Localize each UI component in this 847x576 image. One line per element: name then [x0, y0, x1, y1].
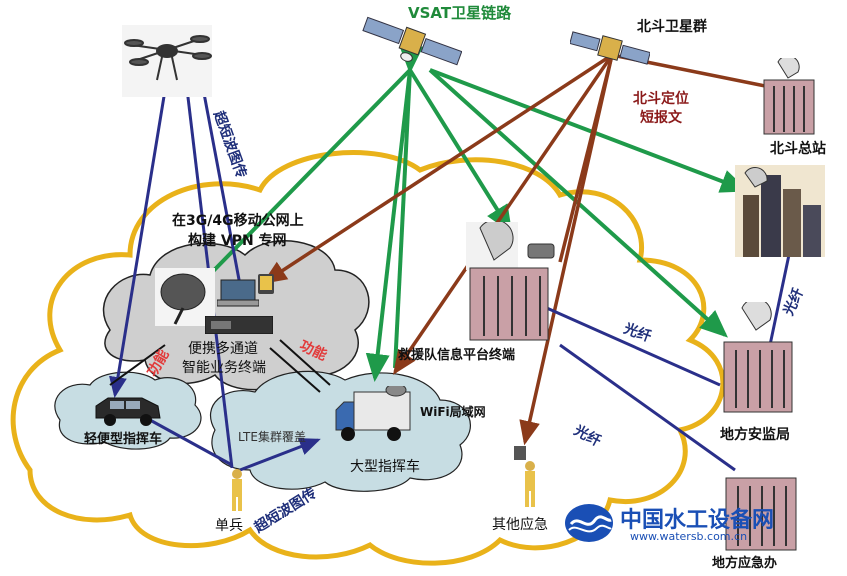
- laptop-icon: [217, 279, 259, 307]
- water-logo-icon: [565, 504, 613, 542]
- beidou-links: [262, 53, 776, 446]
- phone-icon: [258, 274, 274, 294]
- skyscraper-icon: [735, 165, 825, 257]
- server-icon: [205, 316, 273, 334]
- beidou-msg-label-2: 短报文: [640, 110, 682, 126]
- lte-label: LTE集群覆盖: [238, 430, 306, 444]
- beidou-satellite-icon: [570, 31, 650, 65]
- other-emergency-label: 其他应急: [492, 517, 548, 533]
- small-vehicle-label: 轻便型指挥车: [84, 432, 163, 447]
- vsat-label: VSAT卫星链路: [408, 4, 512, 22]
- local-safety-label: 地方安监局: [720, 427, 790, 443]
- public-net-label-2: 构建 VPN 专网: [188, 233, 287, 249]
- portable-label-1: 便携多通道: [188, 341, 258, 357]
- watermark-url: www.watersb.com.cn: [630, 530, 748, 543]
- beidou-hq-label: 北斗总站: [770, 141, 826, 157]
- large-vehicle-label: 大型指挥车: [350, 459, 420, 475]
- building-icon: [763, 58, 815, 135]
- drone-icon: [122, 25, 212, 97]
- beidou-constellation-label: 北斗卫星群: [637, 19, 707, 35]
- person-icon: [232, 469, 242, 511]
- satellite-icon: [362, 16, 462, 66]
- truck-icon: [335, 386, 411, 441]
- soldier-label: 单兵: [215, 518, 243, 534]
- suv-icon: [95, 397, 161, 426]
- local-emergency-building-icon: [725, 477, 797, 551]
- local-safety-building-icon: [723, 302, 793, 413]
- portable-label-2: 智能业务终端: [182, 360, 266, 376]
- local-emergency-label: 地方应急办: [712, 556, 778, 571]
- rescue-terminal-icon: [466, 222, 555, 341]
- wifi-label: WiFi局域网: [420, 405, 486, 419]
- watermark-title: 中国水工设备网: [620, 508, 775, 533]
- beidou-msg-label-1: 北斗定位: [633, 91, 689, 107]
- other-person-icon: [514, 446, 535, 507]
- public-net-label-1: 在3G/4G移动公网上: [172, 213, 304, 229]
- rescue-terminal-label: 救援队信息平台终端: [398, 348, 516, 363]
